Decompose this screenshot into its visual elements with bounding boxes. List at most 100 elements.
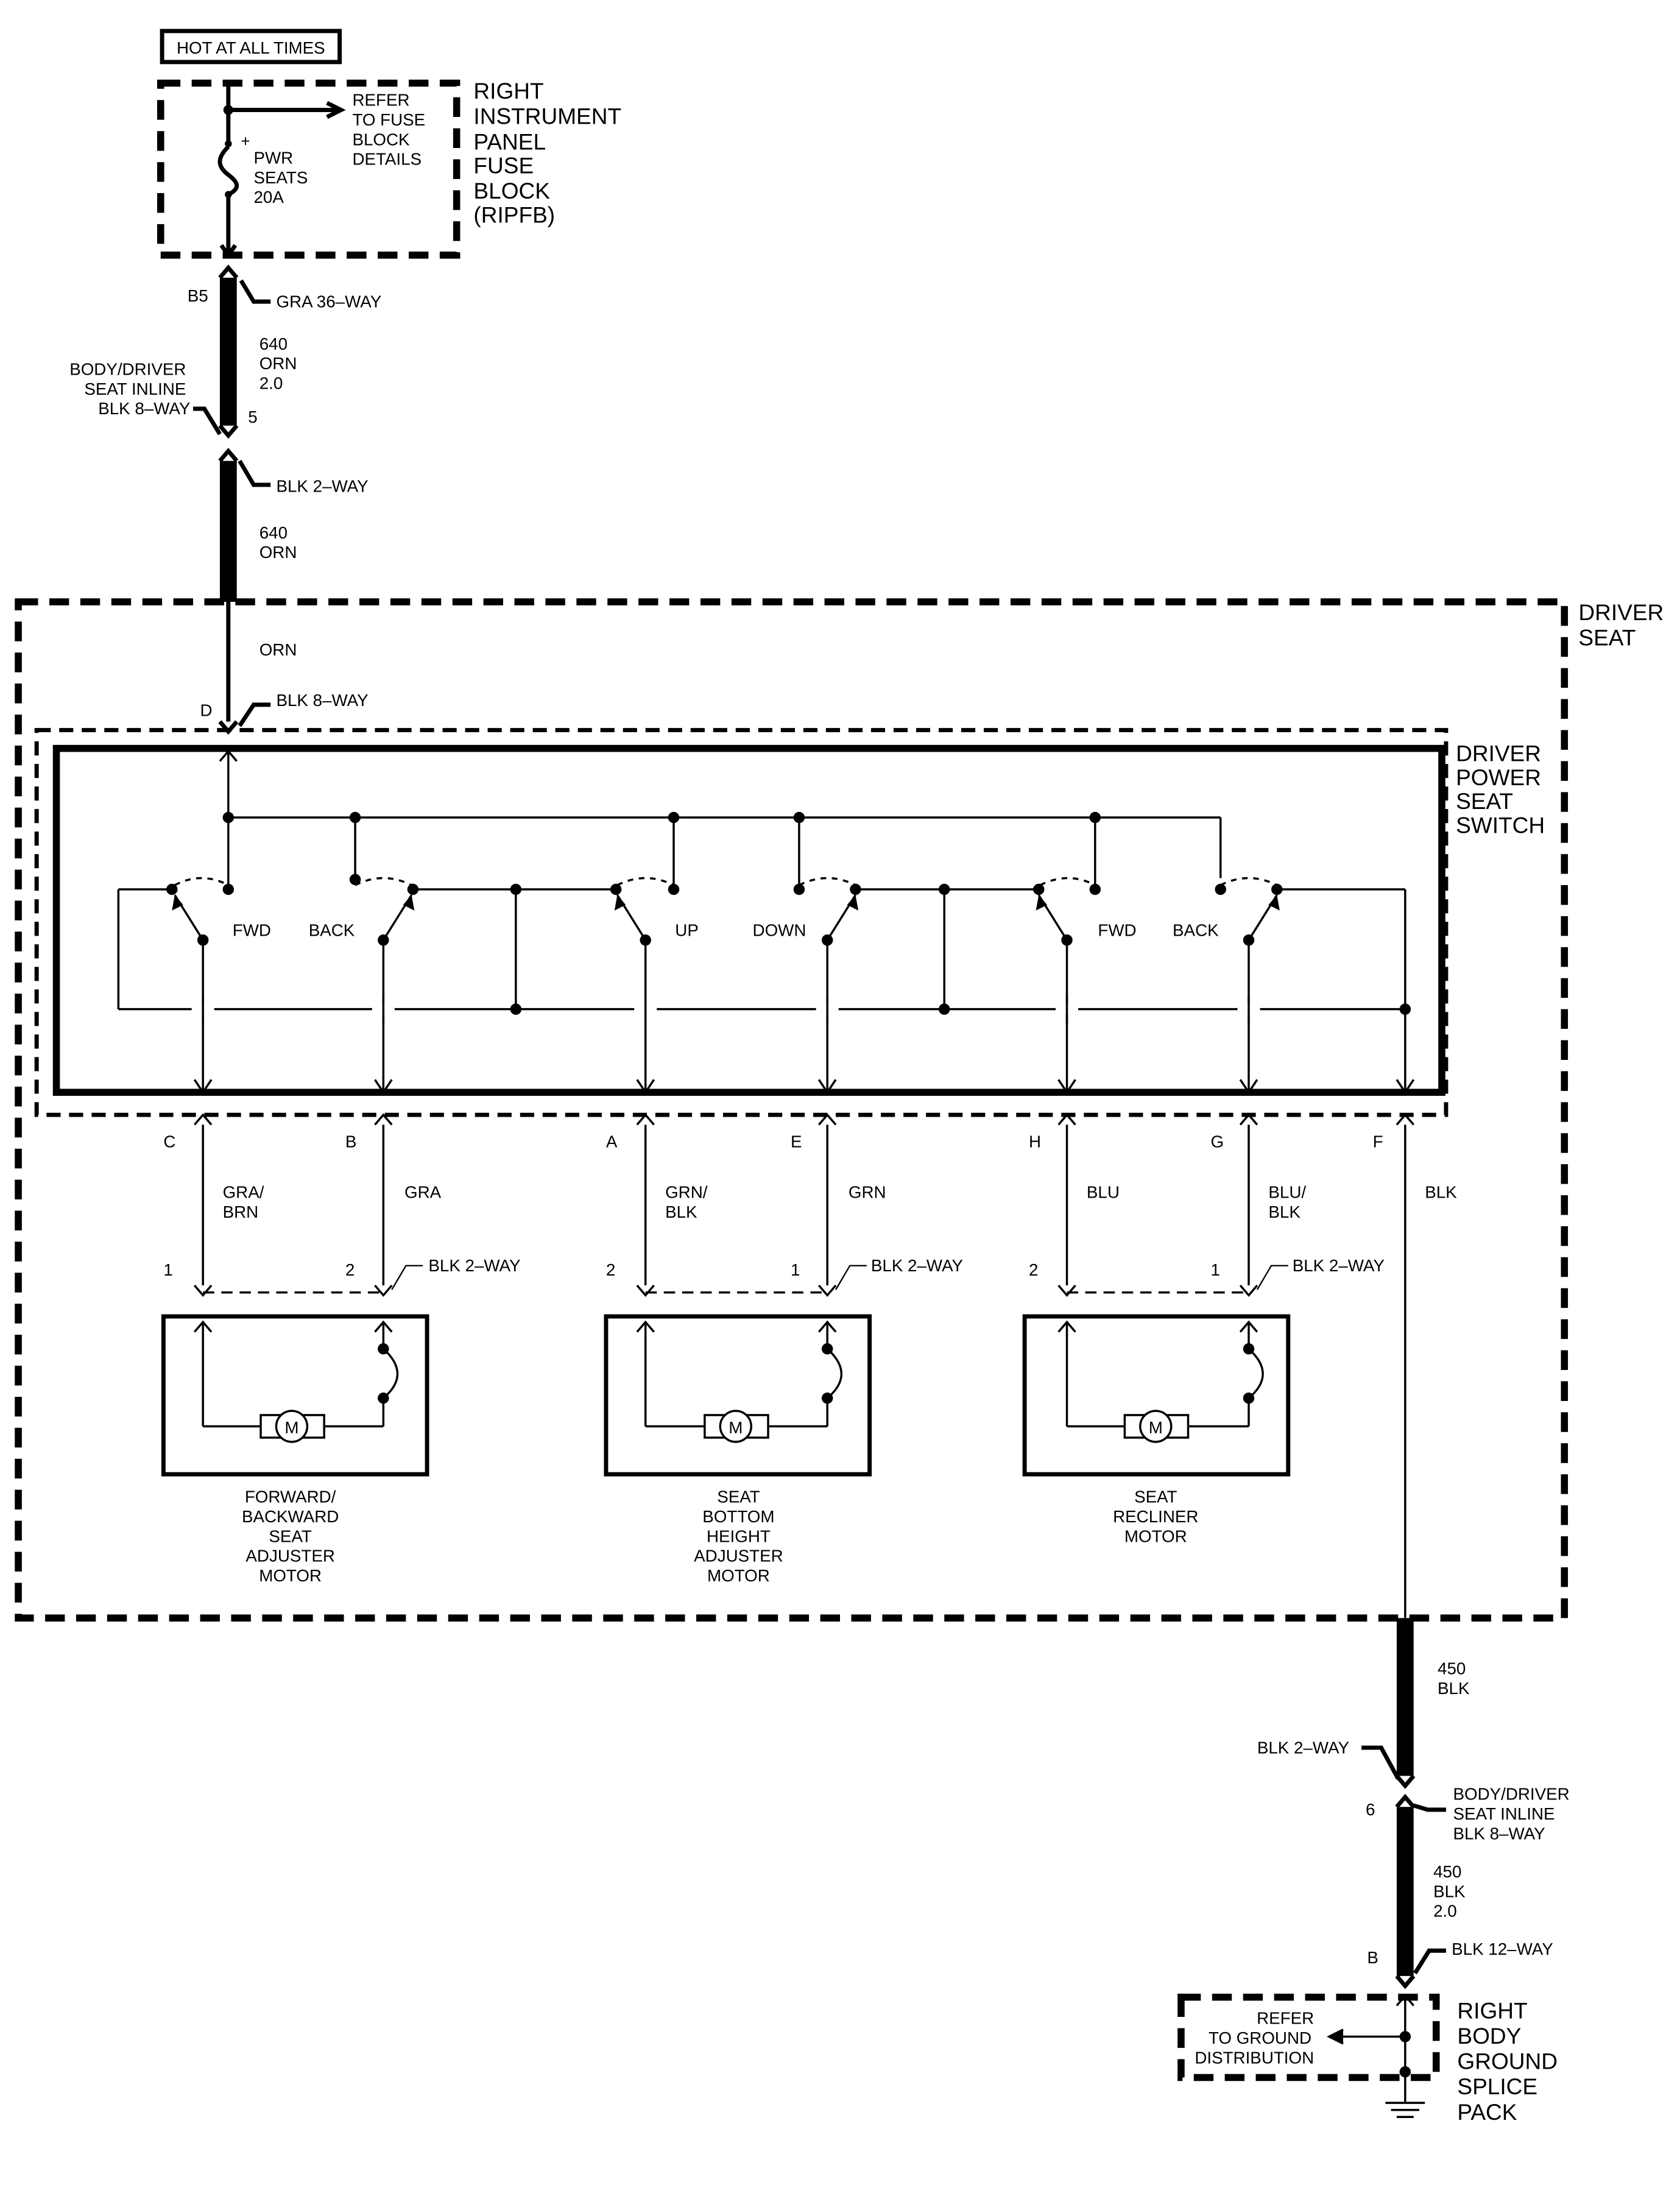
svg-text:FORWARD/: FORWARD/: [245, 1487, 336, 1506]
svg-text:RECLINER: RECLINER: [1113, 1507, 1198, 1526]
svg-text:ADJUSTER: ADJUSTER: [694, 1547, 783, 1566]
svg-text:INSTRUMENT: INSTRUMENT: [473, 104, 621, 129]
wire-20b: 2.0: [1433, 1902, 1457, 1921]
refer-fuse-text-4: DETAILS: [352, 150, 422, 169]
svg-text:2: 2: [606, 1260, 615, 1279]
svg-text:SEAT: SEAT: [269, 1527, 311, 1545]
svg-text:BOTTOM: BOTTOM: [702, 1507, 774, 1526]
switch-position-labels: FWD BACK UP DOWN FWD BACK: [233, 920, 1219, 939]
motor-1-symbol: M: [284, 1418, 298, 1437]
svg-text:C: C: [163, 1132, 175, 1151]
hot-at-all-times-label: HOT AT ALL TIMES: [160, 29, 342, 65]
svg-text:H: H: [1029, 1132, 1041, 1151]
svg-text:GRA/: GRA/: [223, 1183, 264, 1202]
svg-text:F: F: [1373, 1132, 1383, 1151]
svg-text:ADJUSTER: ADJUSTER: [245, 1547, 334, 1566]
pin-6: 6: [1366, 1800, 1375, 1819]
wire-640-orn-upper: [218, 264, 239, 439]
refer-fuse-text: REFER: [352, 91, 409, 110]
svg-text:HOT AT ALL TIMES: HOT AT ALL TIMES: [177, 38, 325, 57]
motor-2-name: SEAT BOTTOM HEIGHT ADJUSTER MOTOR: [694, 1487, 783, 1585]
svg-text:GRA: GRA: [404, 1183, 442, 1202]
pin-b-bottom: B: [1367, 1948, 1378, 1967]
gra36-connector: GRA 36–WAY: [276, 292, 381, 311]
motor-3-icon: [1139, 1410, 1173, 1443]
inline2-1: BODY/DRIVER: [1453, 1785, 1569, 1804]
wire-640b: 640: [259, 523, 288, 542]
sw-back2: BACK: [1173, 920, 1219, 939]
motor-1-icon: [275, 1410, 309, 1443]
fuse-name-2: SEATS: [253, 168, 308, 187]
sw-back1: BACK: [309, 920, 355, 939]
svg-text:BLOCK: BLOCK: [473, 178, 550, 203]
svg-text:SEAT: SEAT: [1456, 788, 1513, 814]
svg-text:FUSE: FUSE: [473, 153, 534, 178]
ripfb-box: [157, 79, 461, 259]
svg-text:B: B: [345, 1132, 357, 1151]
svg-text:BLK 2–WAY: BLK 2–WAY: [871, 1256, 963, 1275]
svg-text:BODY: BODY: [1457, 2023, 1521, 2049]
sw-fwd2: FWD: [1098, 920, 1136, 939]
svg-text:GRN: GRN: [849, 1183, 886, 1202]
svg-text:PANEL: PANEL: [473, 129, 546, 154]
refer-gnd-2: TO GROUND: [1209, 2028, 1311, 2047]
svg-text:BRN: BRN: [223, 1202, 259, 1221]
driver-seat-title-1: DRIVER: [1578, 599, 1664, 625]
wire-ornb: ORN: [259, 543, 297, 562]
svg-text:E: E: [791, 1132, 802, 1151]
pin-b5: B5: [188, 286, 208, 305]
ground-splice-box: [1177, 1993, 1440, 2081]
ground-splice-wiring: [1326, 1994, 1425, 2119]
wire-450-blk-upper: [1395, 1618, 1416, 1789]
svg-text:HEIGHT: HEIGHT: [707, 1527, 771, 1545]
pin-5: 5: [248, 408, 257, 426]
fuse-feed: [217, 83, 346, 259]
inline1-3: BLK 8–WAY: [98, 399, 190, 418]
switch-pin-labels: C B A E H G F: [163, 1132, 1383, 1151]
pin-d: D: [200, 701, 213, 719]
svg-text:MOTOR: MOTOR: [1124, 1527, 1187, 1545]
wire-640a: 640: [259, 334, 288, 353]
wire-640-orn-lower: [218, 448, 239, 602]
switch-output-wires: [193, 1113, 1415, 1619]
motor-2-symbol: M: [729, 1418, 743, 1437]
ripfb-title: RIGHT INSTRUMENT PANEL FUSE BLOCK (RIPFB…: [473, 78, 621, 228]
refer-fuse-text-2: TO FUSE: [352, 110, 425, 129]
wire-450b: 450: [1433, 1862, 1461, 1881]
svg-text:GROUND: GROUND: [1457, 2049, 1558, 2074]
driver-seat-box: [15, 598, 1569, 1622]
svg-text:PACK: PACK: [1457, 2099, 1517, 2125]
blk12-connector: BLK 12–WAY: [1452, 1940, 1553, 1958]
fuse-name-3: 20A: [253, 188, 284, 207]
svg-text:1: 1: [1211, 1260, 1220, 1279]
fuse-name-1: PWR: [253, 148, 293, 167]
wire-blka: BLK: [1438, 1679, 1470, 1698]
wire-450-blk-lower: [1395, 1793, 1416, 1989]
switch-connector-outline: [34, 728, 1449, 1117]
motor-seat-height: [604, 1314, 872, 1477]
svg-text:GRN/: GRN/: [665, 1183, 708, 1202]
wire-450a: 450: [1438, 1659, 1466, 1678]
svg-text:BLK 2–WAY: BLK 2–WAY: [428, 1256, 520, 1275]
blk2-top-connector: BLK 2–WAY: [276, 477, 368, 496]
driver-power-seat-switch: [52, 744, 1445, 1096]
motor-3-symbol: M: [1149, 1418, 1163, 1437]
svg-text:BLU/: BLU/: [1268, 1183, 1306, 1202]
svg-text:DRIVER: DRIVER: [1456, 740, 1541, 766]
svg-text:G: G: [1211, 1132, 1224, 1151]
fuse-icon: [217, 145, 239, 197]
svg-text:SWITCH: SWITCH: [1456, 812, 1545, 838]
blk2-bottom-connector: BLK 2–WAY: [1257, 1738, 1349, 1757]
switch-blade-arrows: [172, 895, 1280, 911]
svg-text:SEAT: SEAT: [1134, 1487, 1177, 1506]
svg-text:POWER: POWER: [1456, 764, 1541, 790]
wire-ornc: ORN: [259, 640, 297, 659]
motor-3-name: SEAT RECLINER MOTOR: [1113, 1487, 1198, 1545]
svg-text:BLK: BLK: [665, 1202, 697, 1221]
refer-gnd-1: REFER: [1257, 2009, 1314, 2028]
svg-text:MOTOR: MOTOR: [259, 1566, 322, 1585]
inline2-3: BLK 8–WAY: [1453, 1824, 1545, 1843]
svg-text:BACKWARD: BACKWARD: [242, 1507, 339, 1526]
inline2-2: SEAT INLINE: [1453, 1804, 1555, 1823]
